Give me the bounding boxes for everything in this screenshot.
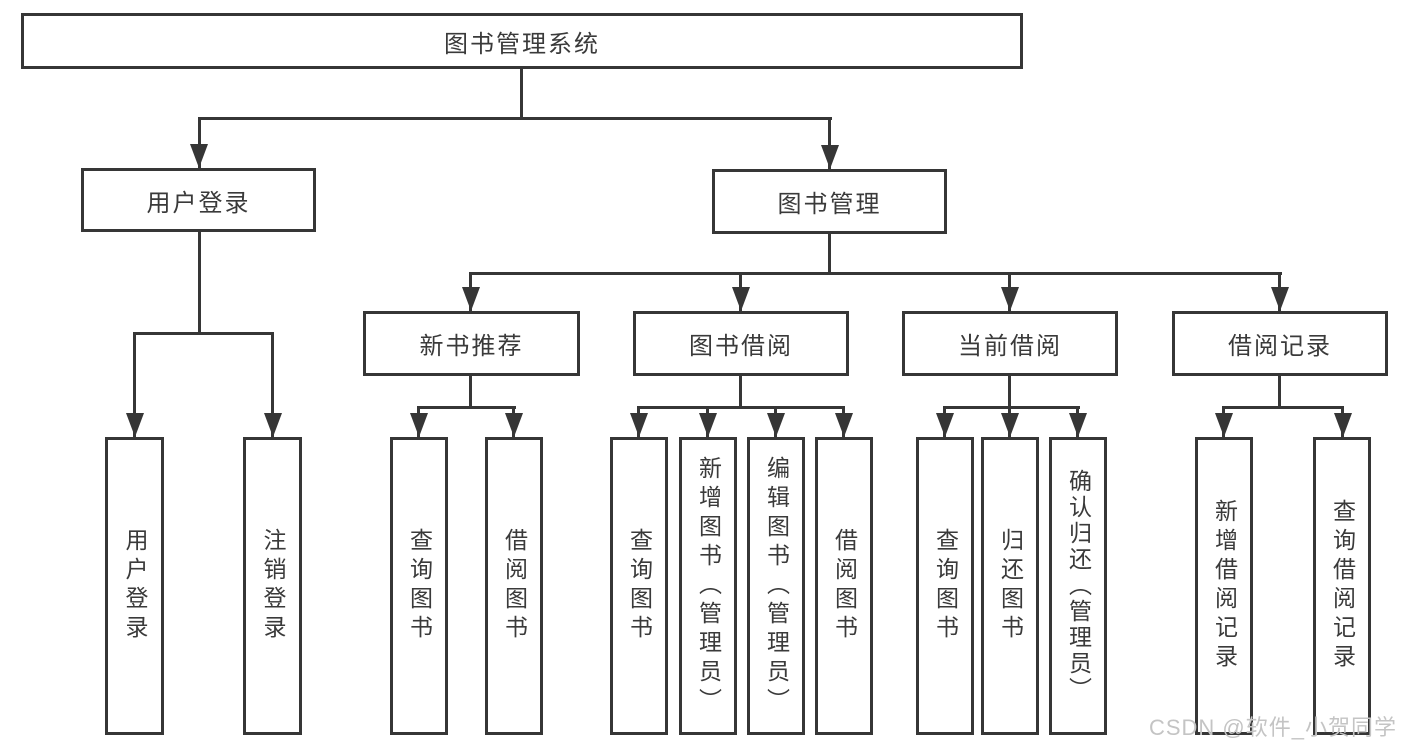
arrow-down-icon (1069, 413, 1087, 437)
leaf-confirm-return-admin: 确认归还（管理员） (1049, 437, 1107, 735)
connector-borrow-stem (739, 376, 742, 409)
arrow-down-icon (767, 413, 785, 437)
connector-borrow-bus (637, 406, 845, 409)
arrow-down-icon (1001, 413, 1019, 437)
leaf-add-borrow-record: 新增借阅记录 (1195, 437, 1253, 735)
connector-level2-bus (198, 117, 832, 120)
arrow-down-icon (264, 413, 282, 437)
arrow-down-icon (410, 413, 428, 437)
node-recommend-label: 新书推荐 (419, 333, 524, 360)
leaf-edit-books-admin: 编辑图书（管理员） (747, 437, 805, 735)
leaf-logout: 注销登录 (243, 437, 302, 735)
connector-records-stem (1278, 376, 1281, 409)
arrow-down-icon (699, 413, 717, 437)
connector-book-mgmt-stem (828, 234, 831, 275)
connector-user-login-bus (133, 332, 274, 335)
arrow-down-icon (936, 413, 954, 437)
connector-to-book-mgmt (828, 117, 831, 169)
arrow-down-icon (1334, 413, 1352, 437)
connector-to-leaf (133, 332, 136, 437)
leaf-query-books: 查询图书 (390, 437, 448, 735)
leaf-label: 新增图书（管理员） (695, 455, 722, 717)
leaf-borrow-books: 借阅图书 (815, 437, 873, 735)
node-borrow-label: 图书借阅 (689, 333, 793, 360)
connector-current-stem (1008, 376, 1011, 409)
leaf-query-books: 查询图书 (610, 437, 668, 735)
connector-root-stem (520, 68, 523, 120)
leaf-query-books: 查询图书 (916, 437, 974, 735)
arrow-down-icon (835, 413, 853, 437)
node-current-label: 当前借阅 (958, 333, 1062, 360)
arrow-down-icon (190, 144, 208, 168)
connector-user-login-stem (198, 232, 201, 335)
node-book-mgmt-label: 图书管理 (777, 191, 882, 218)
node-current-borrow: 当前借阅 (902, 311, 1118, 376)
arrow-down-icon (126, 413, 144, 437)
leaf-label: 归还图书 (997, 528, 1024, 644)
leaf-label: 查询图书 (626, 528, 653, 644)
leaf-label: 用户登录 (122, 528, 148, 644)
arrow-down-icon (1215, 413, 1233, 437)
leaf-return-books: 归还图书 (981, 437, 1039, 735)
node-root-system: 图书管理系统 (21, 13, 1023, 69)
connector-recommend-stem (469, 376, 472, 409)
node-records-label: 借阅记录 (1228, 333, 1332, 360)
connector-to-leaf (271, 332, 274, 437)
leaf-borrow-books: 借阅图书 (485, 437, 543, 735)
arrow-down-icon (732, 287, 750, 311)
node-new-book-recommend: 新书推荐 (363, 311, 580, 376)
connector-recommend-bus (418, 406, 516, 409)
leaf-user-login: 用户登录 (105, 437, 164, 735)
csdn-watermark: CSDN @软件_小贺同学 (1148, 715, 1397, 740)
connector-to-user-login (198, 117, 201, 168)
leaf-label: 查询图书 (406, 528, 433, 644)
leaf-add-books-admin: 新增图书（管理员） (679, 437, 737, 735)
connector-records-bus (1222, 406, 1343, 409)
leaf-label: 借阅图书 (501, 528, 528, 644)
arrow-down-icon (462, 287, 480, 311)
arrow-down-icon (505, 413, 523, 437)
leaf-label: 编辑图书（管理员） (763, 455, 790, 717)
leaf-label: 查询图书 (932, 528, 959, 644)
arrow-down-icon (630, 413, 648, 437)
arrow-down-icon (1001, 287, 1019, 311)
node-book-borrow: 图书借阅 (633, 311, 849, 376)
leaf-label: 确认归还（管理员） (1065, 469, 1092, 703)
leaf-query-borrow-record: 查询借阅记录 (1313, 437, 1371, 735)
node-user-login-label: 用户登录 (146, 189, 251, 217)
leaf-label: 借阅图书 (831, 528, 858, 644)
leaf-label: 新增借阅记录 (1211, 499, 1238, 673)
node-user-login: 用户登录 (81, 168, 316, 232)
arrow-down-icon (1271, 287, 1289, 311)
leaf-label: 查询借阅记录 (1329, 499, 1356, 673)
arrow-down-icon (821, 145, 839, 169)
node-borrow-records: 借阅记录 (1172, 311, 1388, 376)
connector-current-bus (943, 406, 1080, 409)
connector-level3-bus (470, 272, 1282, 275)
node-root-label: 图书管理系统 (444, 30, 600, 58)
leaf-label: 注销登录 (260, 528, 286, 644)
node-book-mgmt: 图书管理 (712, 169, 947, 234)
